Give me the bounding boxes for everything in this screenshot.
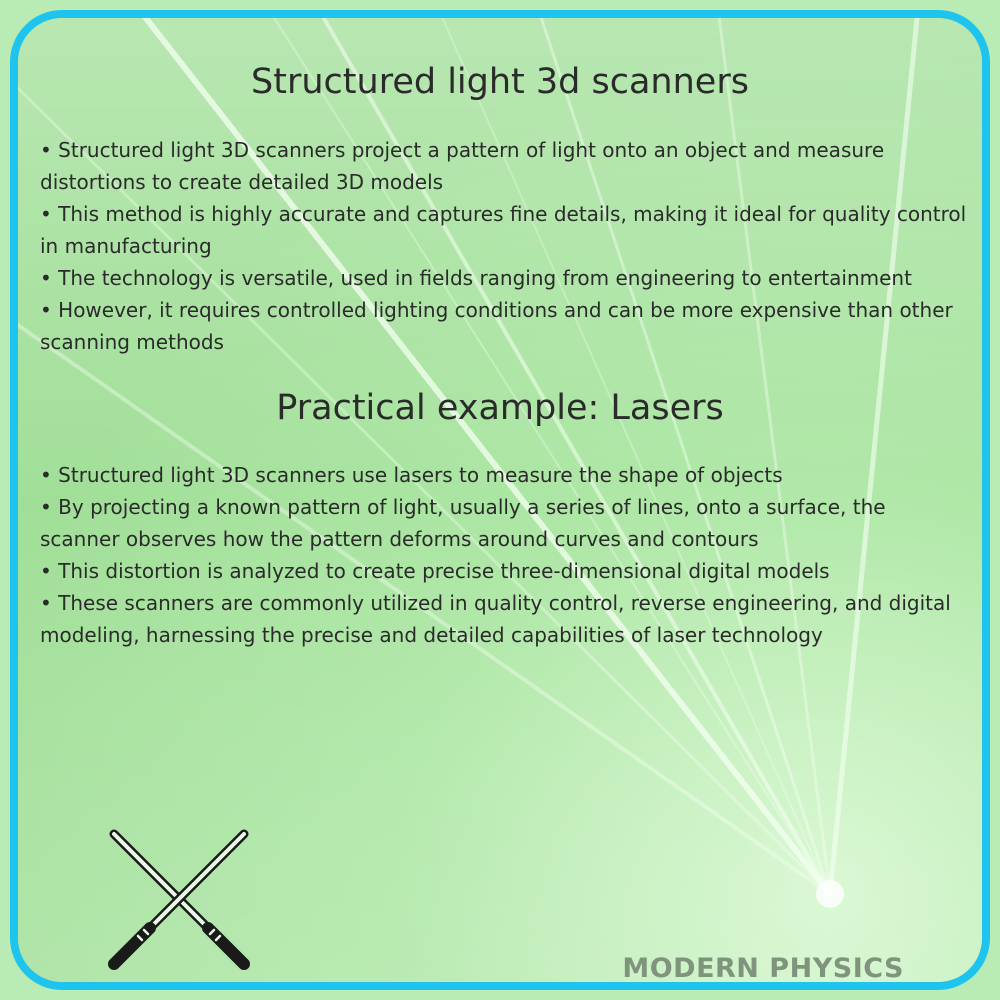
list-item: This distortion is analyzed to create pr… xyxy=(40,555,970,587)
list-item: However, it requires controlled lighting… xyxy=(40,294,970,358)
list-item: By projecting a known pattern of light, … xyxy=(40,491,970,555)
list-item: This method is highly accurate and captu… xyxy=(40,198,970,262)
bullet-list-practical-example: Structured light 3D scanners use lasers … xyxy=(40,459,970,651)
list-item: These scanners are commonly utilized in … xyxy=(40,587,970,651)
content-card: Structured light 3d scanners Structured … xyxy=(10,10,990,990)
content-area: Structured light 3d scanners Structured … xyxy=(18,18,982,982)
crossed-lightsabers-icon xyxy=(108,829,250,970)
bullet-list-structured-light: Structured light 3D scanners project a p… xyxy=(40,134,970,358)
list-item: The technology is versatile, used in fie… xyxy=(40,262,970,294)
list-item: Structured light 3D scanners project a p… xyxy=(40,134,970,198)
section-title-structured-light: Structured light 3d scanners xyxy=(251,62,749,102)
brand-wordmark: MODERN PHYSICS xyxy=(622,953,904,984)
list-item: Structured light 3D scanners use lasers … xyxy=(40,459,970,491)
section-title-practical-example: Practical example: Lasers xyxy=(276,388,724,428)
